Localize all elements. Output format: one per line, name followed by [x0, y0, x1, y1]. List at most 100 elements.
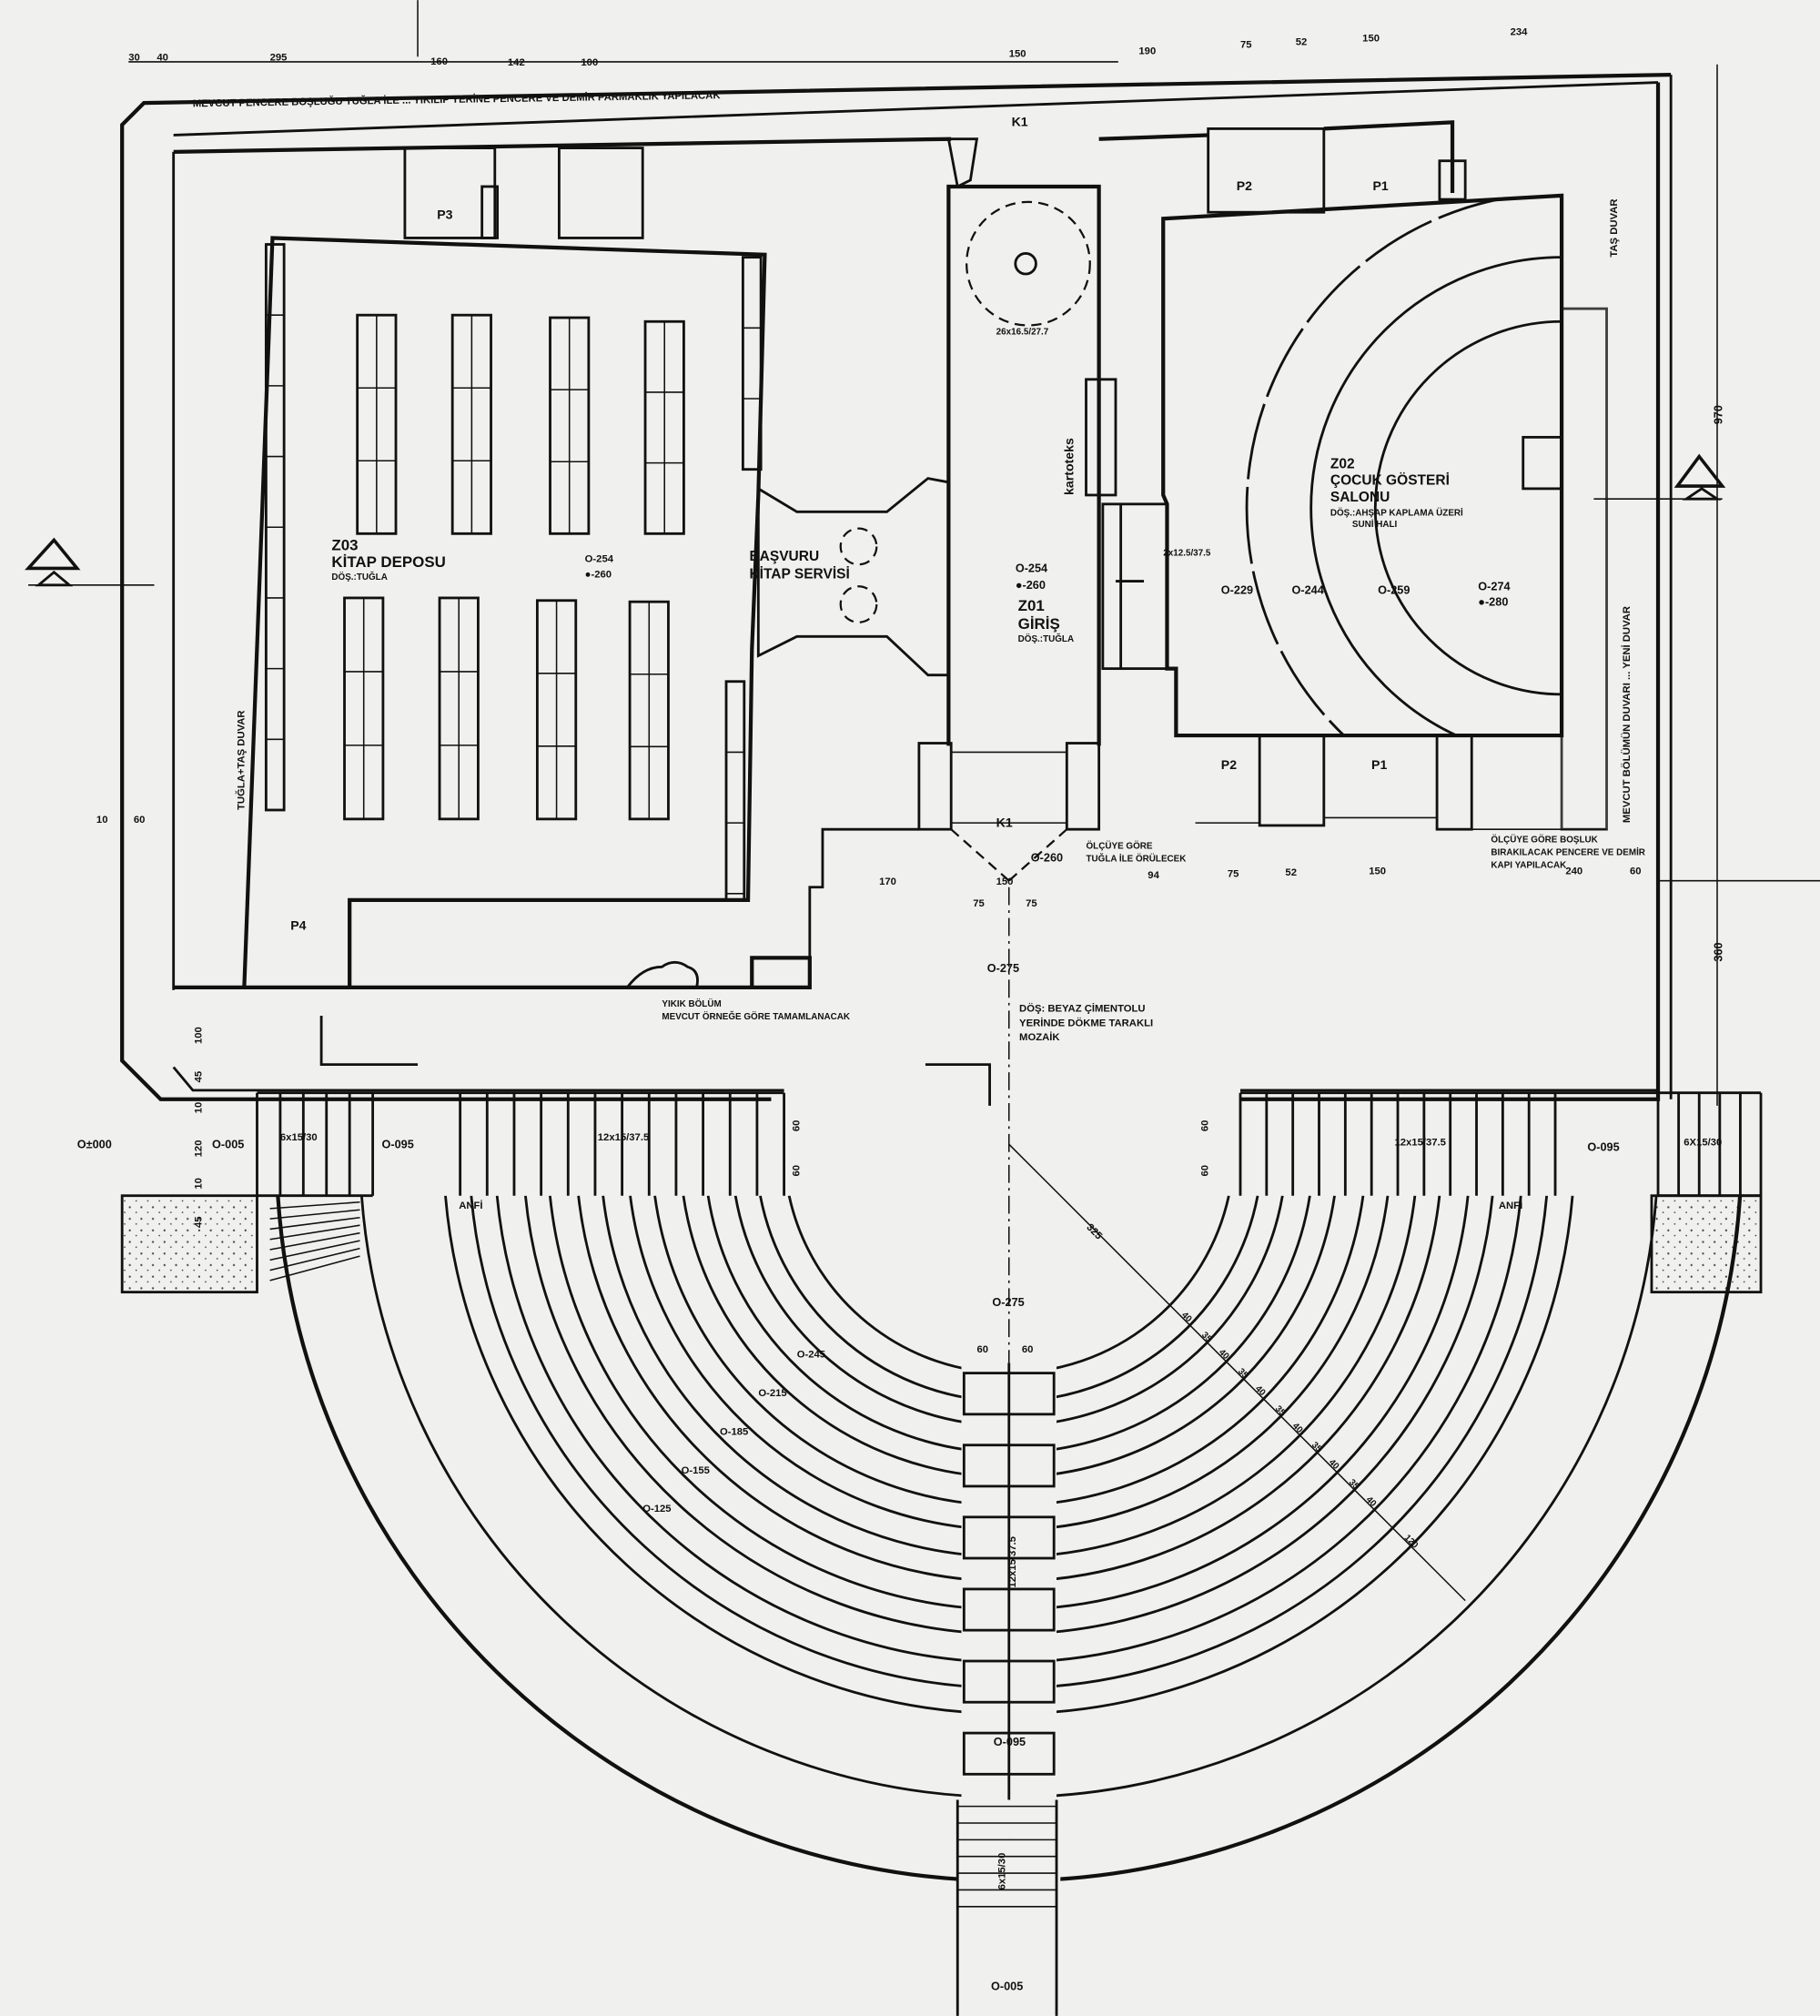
- bookshelf: [643, 319, 685, 535]
- rooms-z02-levels-1-label: O-244: [1291, 583, 1323, 597]
- dimensions-top-1-label: 40: [157, 53, 168, 64]
- dimensions-bottom_row-7-label: 150: [1369, 866, 1386, 877]
- ruin-fragment: [624, 960, 699, 989]
- rooms-z01-level_a-label: O-254: [1016, 562, 1047, 575]
- rooms-z02-name1-label: ÇOCUK GÖSTERİ: [1330, 473, 1450, 489]
- levels-bottom-label: O-095: [994, 1735, 1026, 1748]
- top_note-label: MEVCUT PENCERE BOŞLUĞU TUĞLA İLE ... YIK…: [193, 89, 722, 109]
- dimensions-bottom_row-6-label: 52: [1285, 867, 1297, 878]
- rooms-z03-level_a-label: O-254: [585, 553, 614, 564]
- bookshelf: [343, 596, 385, 821]
- doors-k1_bottom-label: K1: [996, 815, 1013, 829]
- dimensions-rows-3-label: 35: [1236, 1366, 1250, 1381]
- levels-rows-0-label: O-245: [797, 1350, 825, 1361]
- levels-rows-1-label: O-215: [758, 1388, 786, 1399]
- rooms-z03-level_b-label: ●-260: [585, 569, 612, 580]
- stairs-entry-label: 2x12.5/37.5: [1163, 548, 1211, 558]
- anfi-1-label: ANFİ: [1499, 1200, 1522, 1211]
- levels-exit-label: O-005: [991, 1980, 1023, 1993]
- room-p2-top: [1207, 127, 1326, 214]
- rooms-z01-name-label: GİRİŞ: [1018, 615, 1060, 633]
- notes-window2-label: BIRAKILACAK PENCERE VE DEMİR: [1491, 847, 1645, 857]
- dimensions-sixty-5-label: 60: [1022, 1344, 1034, 1355]
- bookshelf: [549, 316, 591, 535]
- dimensions-bottom_row-9-label: 60: [1630, 866, 1642, 877]
- doors-p1_top-label: P1: [1372, 178, 1388, 193]
- rooms-z02-levels-4-label: ●-280: [1478, 594, 1508, 608]
- dimensions-right-1-label: 360: [1712, 942, 1725, 961]
- room-z03: [242, 236, 767, 990]
- wall-shelf: [741, 256, 763, 471]
- levels-center-label: O-275: [992, 1295, 1024, 1309]
- building-outline: [173, 120, 1608, 990]
- dimensions-sixty-2-label: 60: [1200, 1120, 1211, 1132]
- rooms-z02-floor2-label: SUNİ HALI: [1352, 520, 1398, 530]
- rooms-basvuru-line1-label: BAŞVURU: [749, 549, 819, 564]
- rooms-z03-code-label: Z03: [331, 537, 358, 554]
- dimensions-left_stack-1-label: 45: [194, 1071, 205, 1083]
- room-z02: [1161, 193, 1564, 738]
- dimensions-rows-5-label: 35: [1273, 1403, 1288, 1418]
- dimensions-top-5-label: 100: [581, 57, 598, 68]
- rooms-z02-levels-3-label: O-274: [1478, 579, 1510, 593]
- dimensions-stairs_right_small-label: 6X15/30: [1684, 1138, 1722, 1149]
- room-z01: [946, 184, 1101, 746]
- levels-left_005-label: O-005: [212, 1137, 244, 1150]
- doors-p1_bottom-label: P1: [1371, 757, 1387, 772]
- dimensions-top-8-label: 75: [1240, 39, 1252, 50]
- notes-floor1-label: DÖŞ: BEYAZ ÇİMENTOLU: [1019, 1003, 1146, 1015]
- doors-p2_bottom-label: P2: [1221, 757, 1237, 772]
- rooms-kartoteks-label: kartoteks: [1061, 438, 1076, 495]
- stairs-spiral-label: 26x16.5/27.7: [996, 327, 1049, 337]
- dimensions-left_stack-2-label: 10: [194, 1102, 205, 1114]
- dimensions-left_stack-4-label: 10: [194, 1178, 205, 1190]
- walls-left-label: TUĞLA+TAŞ DUVAR: [235, 710, 247, 810]
- dimensions-bottom_row-2-label: 75: [973, 898, 985, 909]
- doors-k1_top-label: K1: [1012, 115, 1028, 129]
- dimensions-top-7-label: 190: [1138, 46, 1156, 56]
- levels-entry_out-label: O-260: [1031, 850, 1063, 864]
- dimensions-top-4-label: 142: [508, 57, 525, 68]
- dimensions-top-11-label: 234: [1511, 26, 1529, 37]
- notes-window3-label: KAPI YAPILACAK: [1491, 861, 1567, 871]
- wall-shelf: [724, 680, 746, 902]
- rooms-z03-name-label: KİTAP DEPOSU: [331, 553, 446, 571]
- levels-left_095-label: O-095: [381, 1137, 413, 1150]
- anfi-0-label: ANFİ: [459, 1200, 482, 1211]
- bookshelf: [450, 313, 492, 535]
- dimensions-bottom_row-3-label: 75: [1026, 898, 1037, 909]
- dimensions-left_stack-5-label: 45: [194, 1216, 205, 1228]
- dimensions-bottom_row-5-label: 75: [1228, 868, 1239, 879]
- bookshelf: [535, 599, 578, 821]
- notes-floor3-label: MOZAİK: [1019, 1031, 1060, 1043]
- dimensions-left_stack-0-label: 100: [194, 1027, 205, 1044]
- levels-rows-3-label: O-155: [682, 1465, 710, 1476]
- dimensions-stairs_left_small-label: 6x15/30: [280, 1132, 318, 1143]
- dimensions-rows-1-label: 35: [1199, 1331, 1214, 1345]
- doors-p4-label: P4: [290, 917, 306, 932]
- bookshelves: [264, 243, 763, 902]
- section-marker-right: [1593, 453, 1726, 501]
- levels-zero-label: O±000: [77, 1137, 112, 1150]
- levels-rows-4-label: O-125: [642, 1504, 671, 1515]
- amphitheatre: [120, 1091, 1763, 2016]
- seating-row-arc: [787, 1195, 1230, 1375]
- room-p3-left: [403, 147, 497, 239]
- dimensions-sixty-1-label: 60: [792, 1165, 803, 1177]
- rooms-z02-name2-label: SALONU: [1330, 490, 1390, 505]
- rooms-basvuru-line2-label: KİTAP SERVİSİ: [749, 567, 849, 583]
- dimensions-aisle-label: 12x15/37.5: [1007, 1536, 1018, 1587]
- dimensions-left_wall-1-label: 60: [134, 815, 146, 826]
- dimensions-sixty-3-label: 60: [1200, 1165, 1211, 1177]
- notes-ruin2-label: MEVCUT ÖRNEĞE GÖRE TAMAMLANACAK: [662, 1011, 851, 1022]
- notes-floor2-label: YERİNDE DÖKME TARAKLI: [1019, 1017, 1153, 1028]
- dimensions-top-6-label: 150: [1009, 48, 1026, 59]
- walls-right_top-label: TAŞ DUVAR: [1609, 199, 1620, 258]
- dimensions-top-10-label: 150: [1362, 33, 1380, 44]
- rooms-z01-level_b-label: ●-260: [1016, 578, 1046, 592]
- bookshelf: [628, 600, 670, 821]
- dimensions-bottom_row-8-label: 240: [1565, 866, 1582, 877]
- dimensions-rows-9-label: 35: [1347, 1477, 1361, 1492]
- notes-window1-label: ÖLÇÜYE GÖRE BOŞLUK: [1491, 835, 1598, 845]
